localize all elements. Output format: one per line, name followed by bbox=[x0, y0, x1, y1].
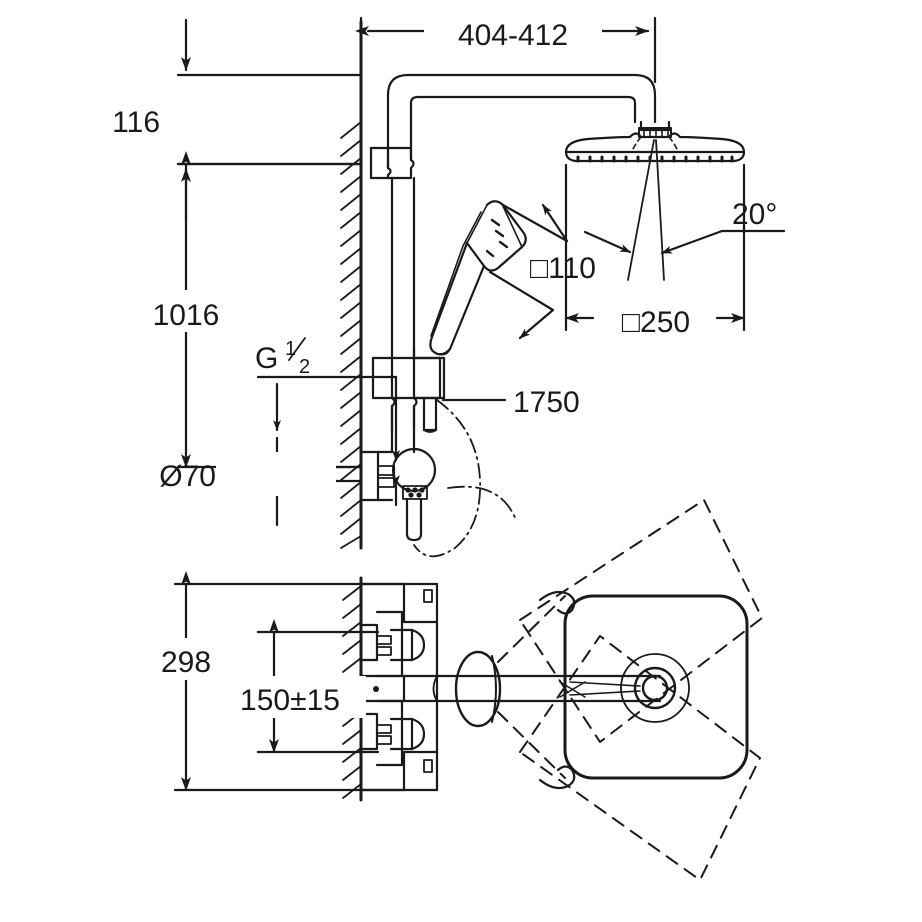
label-thread-denominator: 2 bbox=[299, 356, 310, 378]
dim-head-offset: 404-412 bbox=[355, 12, 657, 84]
dim-escutcheon-diameter: Ø70 bbox=[159, 436, 400, 527]
label-hand-shower-size: □110 bbox=[530, 252, 596, 285]
label-hose-length: 1750 bbox=[513, 386, 580, 419]
label-thread-numerator: 1 bbox=[285, 338, 296, 360]
dim-valve-overall-height: 298 bbox=[145, 571, 406, 792]
dim-head-size: □250 bbox=[564, 163, 746, 340]
label-spray-angle-leader: 20° bbox=[583, 198, 786, 255]
dim-riser-height: 1016 bbox=[140, 151, 363, 469]
label-spray-angle: 20° bbox=[732, 198, 777, 231]
dim-inlet-centers: 150±15 bbox=[214, 619, 380, 754]
shower-hose bbox=[359, 399, 481, 558]
label-arm-height: 116 bbox=[112, 106, 160, 139]
overhead-shower-head bbox=[564, 120, 746, 281]
label-valve-overall-height: 298 bbox=[161, 646, 211, 679]
label-inlet-center-distance: 150±15 bbox=[240, 684, 340, 717]
label-head-size: □250 bbox=[622, 306, 690, 339]
shower-arm bbox=[386, 73, 657, 170]
label-thread: G bbox=[255, 342, 278, 375]
label-escutcheon-diameter: Ø70 bbox=[159, 460, 216, 493]
dim-thread: G 1 2 bbox=[255, 337, 400, 462]
hand-shower bbox=[412, 200, 527, 433]
dim-arm-height: 116 bbox=[112, 18, 363, 222]
riser-pipe bbox=[369, 146, 442, 454]
label-riser-height: 1016 bbox=[153, 299, 220, 332]
label-hose-length-leader: 1750 bbox=[441, 386, 580, 419]
wall-upper bbox=[340, 20, 363, 550]
thermostatic-valve-body bbox=[359, 582, 439, 792]
label-head-offset: 404-412 bbox=[458, 19, 568, 52]
rotating-handle-plan-view bbox=[432, 485, 763, 881]
label-hand-shower-leader: □110 bbox=[488, 203, 596, 340]
